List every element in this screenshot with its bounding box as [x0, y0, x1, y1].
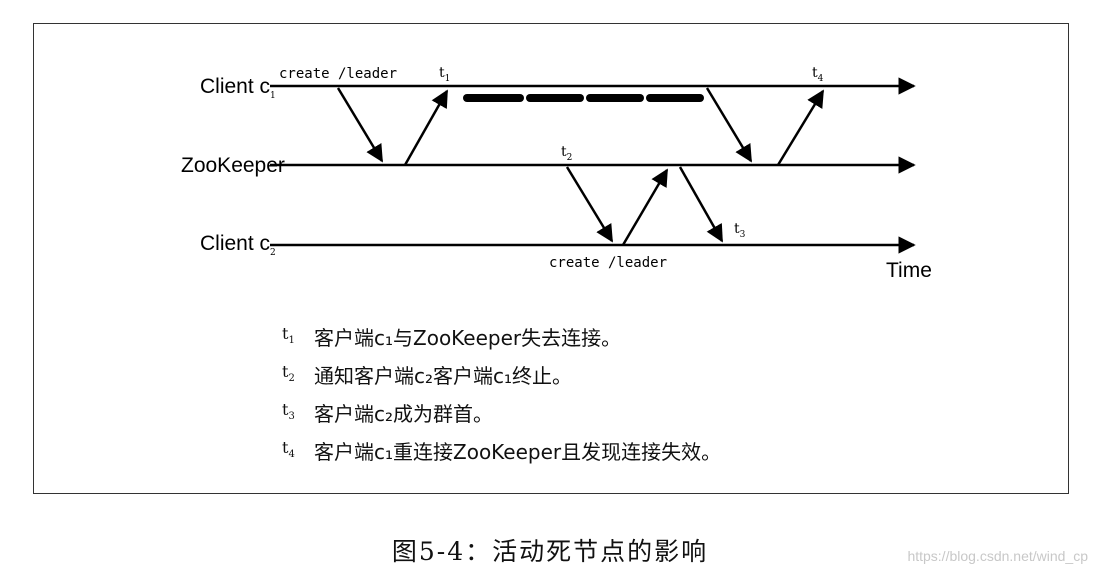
arrow-zk-to-c1-t1 — [403, 89, 449, 166]
lane-label-client1: Client c1 — [200, 75, 276, 101]
watermark: https://blog.csdn.net/wind_cp — [907, 548, 1088, 564]
lane-label-zookeeper: ZooKeeper — [181, 154, 285, 177]
message-label-create-c2: create /leader — [549, 255, 667, 271]
legend-text: 客户端c₁重连接ZooKeeper且发现连接失效。 — [314, 440, 722, 464]
time-axis-label: Time — [886, 259, 932, 282]
time-mark-t3: t3 — [734, 221, 746, 240]
time-mark-t1: t1 — [439, 65, 450, 84]
arrow-zk-to-c1-t4 — [776, 89, 825, 166]
arrow-zk-to-c2-t3 — [678, 166, 724, 243]
time-mark-t4: t4 — [812, 65, 824, 84]
legend-text: 客户端c₁与ZooKeeper失去连接。 — [314, 326, 622, 350]
message-label-create-c1: create /leader — [279, 66, 397, 82]
legend-marker: t2 — [282, 362, 295, 385]
arrow-c2-create-to-zk — [621, 168, 669, 246]
lane-label-client2: Client c2 — [200, 232, 276, 258]
time-mark-t2: t2 — [561, 144, 572, 163]
figure-caption: 图5-4：活动死节点的影响 — [391, 537, 709, 566]
legend-text: 通知客户端c₂客户端c₁终止。 — [314, 364, 573, 388]
legend-marker: t1 — [282, 324, 295, 347]
arrow-c1-create-to-zk — [336, 87, 384, 163]
legend-text: 客户端c₂成为群首。 — [314, 402, 494, 426]
arrow-c1-reconnect-to-zk — [705, 87, 753, 163]
diagram-frame — [33, 23, 1069, 494]
legend-marker: t3 — [282, 400, 295, 423]
legend-marker: t4 — [282, 438, 295, 461]
arrow-zk-notify-c2 — [565, 166, 614, 243]
